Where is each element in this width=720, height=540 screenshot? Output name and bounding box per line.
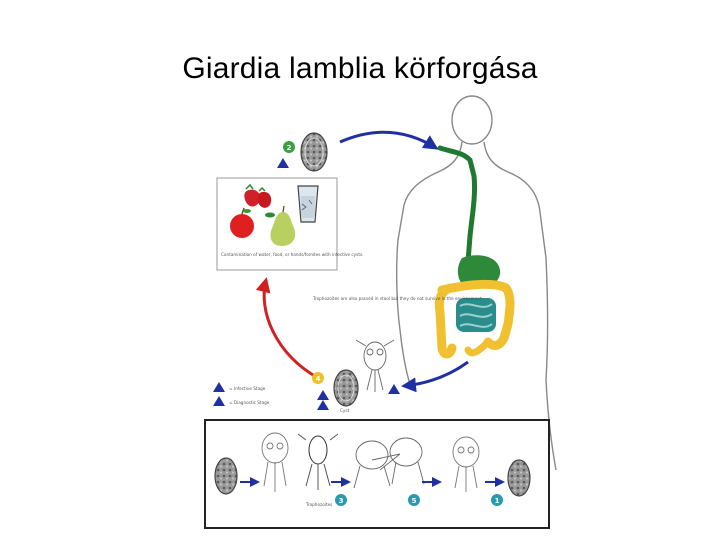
body-right-side bbox=[545, 379, 557, 471]
trophozoite-note: Trophozoites are also passed in stool bu… bbox=[312, 296, 483, 392]
large-intestine bbox=[434, 279, 515, 359]
pear-icon bbox=[270, 212, 296, 246]
legend-diagnostic: = Diagnostic Stage bbox=[229, 400, 270, 405]
diagnostic-stage-icon bbox=[388, 384, 400, 394]
small-intestine bbox=[456, 298, 496, 332]
contamination-caption: Contamination of water, food, or hands/f… bbox=[221, 252, 363, 257]
diagnostic-stage-icon bbox=[317, 400, 329, 410]
trophozoites-label: Trophozoites bbox=[305, 502, 332, 507]
excystation-figure bbox=[261, 432, 289, 492]
water-glass-icon bbox=[297, 185, 319, 223]
dividing-trophozoite bbox=[297, 433, 339, 490]
step-marker-1: 1 bbox=[491, 494, 503, 506]
step-marker-2: 2 bbox=[283, 141, 295, 153]
strawberry-icon bbox=[244, 189, 260, 207]
infective-stage-icon bbox=[317, 390, 329, 400]
ingested-cyst bbox=[300, 132, 328, 172]
step-marker-3-label: 3 bbox=[339, 497, 344, 505]
strawberry-icon bbox=[257, 191, 272, 208]
slide-title: Giardia lamblia körforgása bbox=[182, 52, 538, 85]
neck-shoulder-left bbox=[395, 141, 463, 331]
trophozoite-figure bbox=[355, 339, 395, 392]
trophozoite-adult bbox=[452, 436, 480, 492]
diagnostic-stage-icon bbox=[213, 396, 225, 406]
step-marker-4: 4 bbox=[312, 372, 324, 384]
step-marker-5: 5 bbox=[408, 494, 420, 506]
cyst-label: Cyst bbox=[340, 408, 350, 413]
sigmoid-colon bbox=[464, 338, 492, 357]
body-left-side bbox=[399, 329, 411, 385]
esophagus bbox=[437, 145, 477, 265]
panel-cyst-right bbox=[507, 459, 531, 497]
apple-icon bbox=[230, 214, 254, 238]
legend-infective: = Infective Stage bbox=[229, 386, 266, 391]
step-marker-4-label: 4 bbox=[316, 375, 321, 383]
binary-fission-figure bbox=[353, 437, 425, 489]
ingestion-arrow bbox=[339, 130, 439, 150]
step-marker-3: 3 bbox=[335, 494, 347, 506]
neck-shoulder-right bbox=[483, 141, 549, 381]
stool-cyst bbox=[333, 369, 359, 407]
infective-stage-icon bbox=[213, 382, 225, 392]
head-outline bbox=[451, 95, 493, 145]
infective-stage-icon bbox=[277, 158, 289, 168]
trophozoites-caption: Trophozoites are also passed in stool bu… bbox=[312, 296, 483, 301]
digestive-tract bbox=[434, 145, 515, 359]
panel-cyst-left bbox=[214, 457, 238, 495]
step-marker-2-label: 2 bbox=[287, 144, 292, 152]
legend: = Infective Stage = Diagnostic Stage bbox=[213, 382, 270, 406]
excretion-arrow bbox=[401, 360, 469, 393]
environment-arrow bbox=[255, 277, 319, 380]
human-body-outline bbox=[395, 95, 557, 471]
step-marker-5-label: 5 bbox=[412, 497, 417, 505]
contamination-panel: Contamination of water, food, or hands/f… bbox=[216, 177, 363, 271]
replication-panel: 3 5 1 Trophozoites bbox=[204, 419, 550, 529]
step-marker-1-label: 1 bbox=[495, 497, 500, 505]
